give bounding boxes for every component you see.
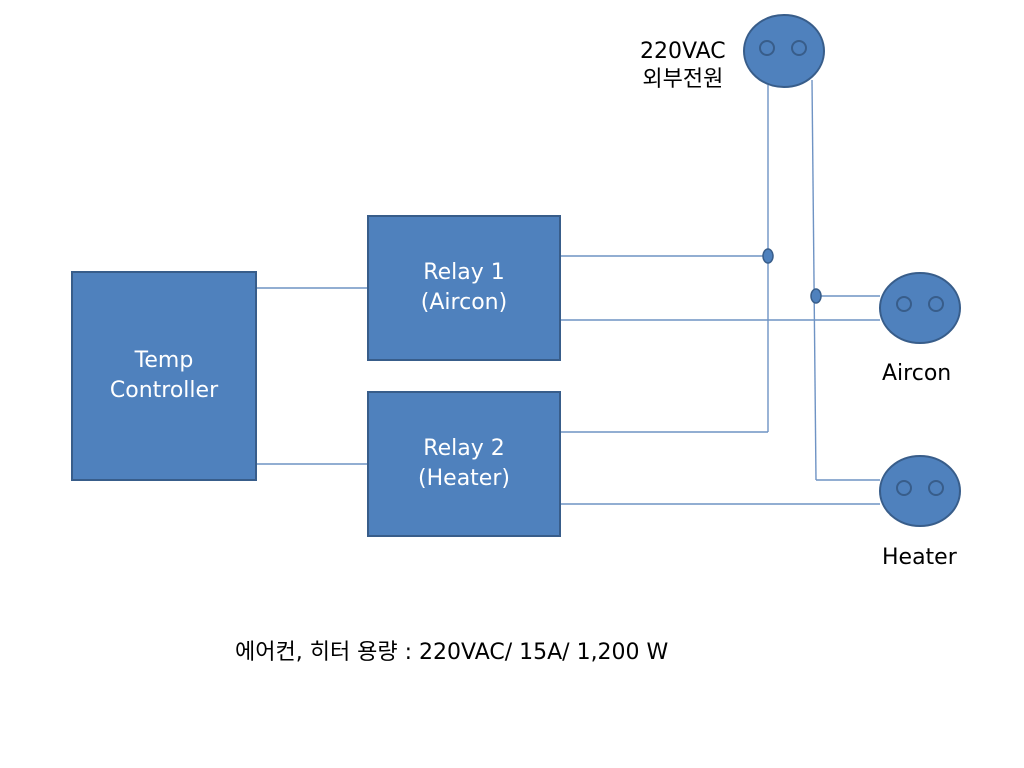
temp-controller-label-line2: Controller — [109, 378, 219, 403]
relay1-label-line2: (Aircon) — [420, 290, 508, 315]
relay1-label-line1: Relay 1 — [423, 260, 505, 285]
relay1-block: Relay 1 (Aircon) — [367, 215, 561, 361]
junction-dot-b — [810, 288, 822, 304]
relay2-label-line1: Relay 2 — [423, 436, 505, 461]
socket-hole-icon — [928, 480, 944, 496]
socket-hole-icon — [896, 480, 912, 496]
socket-hole-icon — [896, 296, 912, 312]
power-socket-label-line2: 외부전원 — [642, 67, 724, 92]
power-socket-label-line1: 220VAC — [640, 39, 726, 64]
power-socket — [743, 14, 825, 88]
aircon-socket — [879, 272, 961, 344]
power-socket-label: 220VAC 외부전원 — [640, 38, 726, 94]
junction-dot-a — [762, 248, 774, 264]
heater-socket — [879, 455, 961, 527]
relay2-block: Relay 2 (Heater) — [367, 391, 561, 537]
temp-controller-label-line1: Temp — [134, 348, 194, 373]
capacity-caption: 에어컨, 히터 용량 : 220VAC/ 15A/ 1,200 W — [235, 640, 669, 665]
relay2-label-line2: (Heater) — [418, 466, 510, 491]
socket-hole-icon — [928, 296, 944, 312]
aircon-socket-label: Aircon — [882, 361, 952, 386]
socket-hole-icon — [791, 40, 807, 56]
heater-socket-label: Heater — [882, 545, 957, 570]
wire-power-line-b — [811, 79, 817, 481]
temp-controller-block: Temp Controller — [71, 271, 257, 481]
socket-hole-icon — [759, 40, 775, 56]
